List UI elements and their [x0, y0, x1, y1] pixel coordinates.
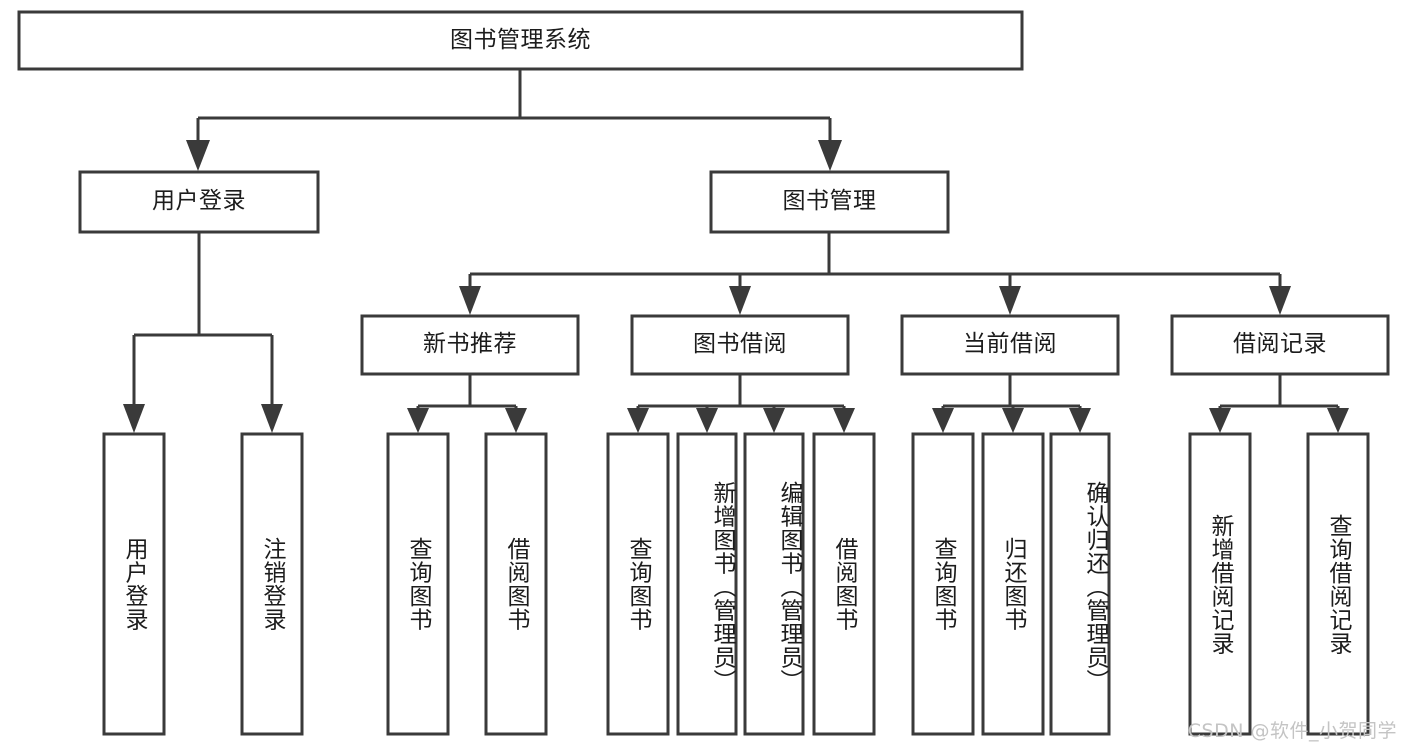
node-box-user-login[interactable] — [78, 170, 320, 234]
connector-user-login-to-leaves — [123, 232, 283, 433]
arrow-head-icon — [999, 286, 1021, 315]
node-box-leaf-return-book[interactable] — [981, 432, 1045, 736]
arrow-head-icon — [1069, 408, 1091, 433]
arrow-head-icon — [833, 408, 855, 433]
arrow-head-icon — [696, 408, 718, 433]
node-box-book-borrow[interactable] — [630, 314, 850, 376]
node-box-new-book-recommend[interactable] — [360, 314, 580, 376]
arrow-head-icon — [1002, 408, 1024, 433]
node-box-leaf-query-book-recommend[interactable] — [386, 432, 450, 736]
node-box-borrow-record[interactable] — [1170, 314, 1390, 376]
node-box-leaf-add-book[interactable] — [676, 432, 738, 736]
connector-borrow-record-to-leaves — [1209, 374, 1349, 433]
arrow-head-icon — [627, 408, 649, 433]
node-box-leaf-logout[interactable] — [240, 432, 304, 736]
connector-new-book-recommend-to-leaves — [407, 374, 527, 433]
arrow-head-icon — [932, 408, 954, 433]
node-box-leaf-confirm-return[interactable] — [1049, 432, 1111, 736]
node-box-current-borrow[interactable] — [900, 314, 1120, 376]
node-box-leaf-edit-book[interactable] — [743, 432, 805, 736]
arrow-head-icon — [729, 286, 751, 315]
arrow-head-icon — [123, 404, 145, 433]
node-box-leaf-query-borrow-record[interactable] — [1306, 432, 1370, 736]
arrow-head-icon — [459, 286, 481, 315]
node-box-leaf-borrow-book[interactable] — [812, 432, 876, 736]
connector-root-to-level1 — [186, 69, 842, 171]
connector-book-management-to-level2 — [459, 232, 1291, 315]
arrow-head-icon — [1327, 408, 1349, 433]
arrow-head-icon — [1269, 286, 1291, 315]
arrow-head-icon — [261, 404, 283, 433]
node-box-book-management[interactable] — [709, 170, 950, 234]
connector-current-borrow-to-leaves — [932, 374, 1091, 433]
node-box-leaf-query-book-current[interactable] — [911, 432, 975, 736]
node-box-root[interactable] — [17, 10, 1024, 71]
node-box-leaf-add-borrow-record[interactable] — [1188, 432, 1252, 736]
node-box-leaf-borrow-book-recommend[interactable] — [484, 432, 548, 736]
arrow-head-icon — [818, 140, 842, 171]
arrow-head-icon — [505, 408, 527, 433]
arrow-head-icon — [186, 140, 210, 171]
arrow-head-icon — [763, 408, 785, 433]
node-box-leaf-user-login[interactable] — [102, 432, 166, 736]
arrow-head-icon — [1209, 408, 1231, 433]
arrow-head-icon — [407, 408, 429, 433]
connector-book-borrow-to-leaves — [627, 374, 855, 433]
node-box-leaf-query-book-borrow[interactable] — [606, 432, 670, 736]
